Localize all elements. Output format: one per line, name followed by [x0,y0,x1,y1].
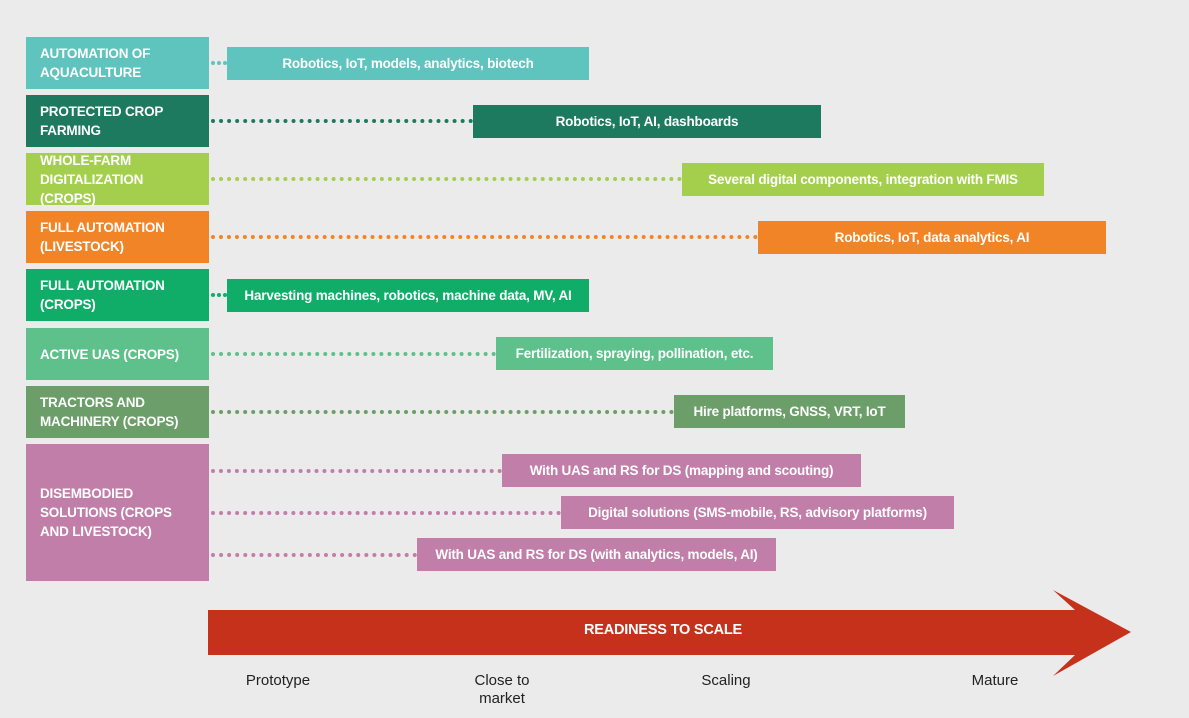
category-label: FULL AUTOMATION (LIVESTOCK) [40,220,165,254]
category-box-livestock-automation: FULL AUTOMATION (LIVESTOCK) [26,211,209,263]
category-label: TRACTORS AND MACHINERY (CROPS) [40,395,179,429]
category-label: ACTIVE UAS (CROPS) [40,346,179,362]
dotted-connector [211,469,502,473]
category-label: AUTOMATION OF AQUACULTURE [40,46,151,80]
readiness-label: READINESS TO SCALE [583,622,743,638]
stage-label-scaling: Scaling [701,672,751,689]
category-box-tractors: TRACTORS AND MACHINERY (CROPS) [26,386,209,438]
dotted-connector [211,511,561,515]
technology-bar: With UAS and RS for DS (with analytics, … [417,538,776,571]
dotted-connector [211,352,496,356]
category-box-protected-crop: PROTECTED CROP FARMING [26,95,209,147]
category-box-whole-farm: WHOLE-FARM DIGITALIZATION (CROPS) [26,152,209,206]
technology-bar: Harvesting machines, robotics, machine d… [227,279,589,312]
readiness-arrow-shape [208,590,1131,676]
technology-bar: Fertilization, spraying, pollination, et… [496,337,773,370]
dotted-connector [211,293,227,297]
category-label: PROTECTED CROP FARMING [40,104,163,138]
category-label: FULL AUTOMATION (CROPS) [40,278,165,312]
category-box-active-uas: ACTIVE UAS (CROPS) [26,328,209,380]
stage-label-mature: Mature [971,672,1019,689]
dotted-connector [211,119,473,123]
stage-label-prototype: Prototype [245,672,311,689]
technology-bar: Robotics, IoT, models, analytics, biotec… [227,47,589,80]
technology-bar: Robotics, IoT, data analytics, AI [758,221,1106,254]
dotted-connector [211,177,682,181]
category-label: WHOLE-FARM DIGITALIZATION (CROPS) [40,152,144,206]
category-box-aquaculture: AUTOMATION OF AQUACULTURE [26,37,209,89]
category-box-crops-automation: FULL AUTOMATION (CROPS) [26,269,209,321]
dotted-connector [211,235,758,239]
category-label: DISEMBODIED SOLUTIONS (CROPS AND LIVESTO… [40,486,172,539]
stage-label-close-to-market: Close to market [474,672,530,707]
technology-bar: With UAS and RS for DS (mapping and scou… [502,454,861,487]
dotted-connector [211,61,227,65]
dotted-connector [211,410,674,414]
dotted-connector [211,553,417,557]
technology-bar: Robotics, IoT, AI, dashboards [473,105,821,138]
technology-bar: Digital solutions (SMS-mobile, RS, advis… [561,496,954,529]
category-box-disembodied: DISEMBODIED SOLUTIONS (CROPS AND LIVESTO… [26,444,209,581]
technology-bar: Hire platforms, GNSS, VRT, IoT [674,395,905,428]
technology-bar: Several digital components, integration … [682,163,1044,196]
